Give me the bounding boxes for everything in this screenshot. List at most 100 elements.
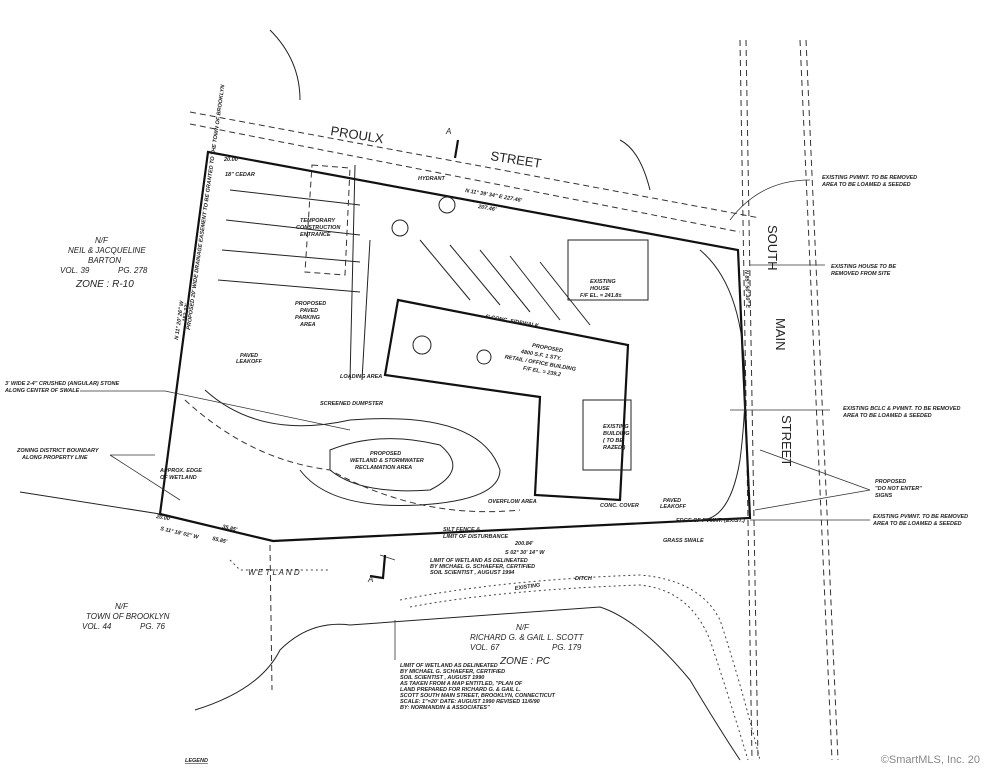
ditch-label: EXISTING [514,582,541,592]
svg-text:PROPOSED: PROPOSED [875,479,906,485]
legend-label: LEGEND [185,758,208,764]
svg-text:PARKING: PARKING [295,315,321,321]
existing-house [567,239,649,301]
ditch-label: DITCH [575,576,593,582]
parcel-barton: N/F NEIL & JACQUELINE BARTON VOL. 39 PG.… [60,236,148,290]
svg-text:BY MICHAEL G. SCHAEFER, CERTIF: BY MICHAEL G. SCHAEFER, CERTIFIED [430,564,535,570]
svg-text:SCOTT SOUTH MAIN STREET, BROO: SCOTT SOUTH MAIN STREET, BROOKLYN, CONNE… [400,693,556,699]
existing-house-label: EXISTING HOUSE F/F EL. = 241.8± [580,279,621,299]
svg-text:PG. 278: PG. 278 [118,266,148,275]
tree-icon [438,196,456,214]
driveway-curve [269,29,301,101]
svg-text:TEMPORARY: TEMPORARY [300,218,336,224]
callout-do-not-enter: PROPOSED "DO NOT ENTER" SIGNS [875,479,922,499]
svg-text:VOL. 39: VOL. 39 [60,266,90,275]
main-street-edge-east [799,39,833,761]
svg-text:NEIL & JACQUELINE: NEIL & JACQUELINE [68,246,146,255]
svg-text:EXISTING HOUSE TO BE: EXISTING HOUSE TO BE [831,264,896,270]
loading-label: LOADING AREA [340,374,382,380]
svg-text:AREA TO BE LOAMED & SEEDED: AREA TO BE LOAMED & SEEDED [821,182,911,188]
callout-leaders [80,179,871,660]
svg-text:N/F: N/F [95,236,109,245]
svg-text:EXISTING PVMNT. TO BE REMOVED: EXISTING PVMNT. TO BE REMOVED [873,514,968,520]
svg-text:SOIL SCIENTIST , AUGUST 1990: SOIL SCIENTIST , AUGUST 1990 [400,675,484,681]
svg-text:AREA TO BE LOAMED & SEEDED: AREA TO BE LOAMED & SEEDED [842,413,932,419]
section-a-label: A [367,575,373,584]
proulx-street-edge-north [189,111,761,219]
paved-leakoff-label: PAVED [240,353,258,359]
svg-text:RAZED ): RAZED ) [603,445,625,451]
svg-text:HOUSE: HOUSE [590,286,610,292]
tree-icon [476,349,492,365]
svg-text:AS TAKEN FROM A MAP ENTITLED,: AS TAKEN FROM A MAP ENTITLED, "PLAN OF [399,681,523,687]
svg-text:BY MICHAEL G. SCHAEFER, CERTIF: BY MICHAEL G. SCHAEFER, CERTIFIED [400,669,505,675]
svg-text:VOL. 44: VOL. 44 [82,622,112,631]
paved-leakoff-label: LEAKOFF [236,359,263,365]
svg-text:SCALE: 1"=20' DATE: AUGUST 19: SCALE: 1"=20' DATE: AUGUST 1990 REVISED … [400,699,540,705]
callout-wetland-limit-1: LIMIT OF WETLAND AS DELINEATED BY MICHAE… [430,558,535,576]
svg-text:EXISTING PVMNT. TO BE REMOVED: EXISTING PVMNT. TO BE REMOVED [822,175,917,181]
svg-text:"DO NOT ENTER": "DO NOT ENTER" [875,486,922,492]
dumpster-label: SCREENED DUMPSTER [320,401,383,407]
building-label: PROPOSED 4800 S.F. 1 STY. RETAIL / OFFIC… [504,343,577,378]
svg-text:AREA: AREA [299,322,316,328]
existing-building [582,399,632,471]
svg-text:( TO BE: ( TO BE [603,438,623,444]
parcel-scott: N/F RICHARD G. & GAIL L. SCOTT VOL. 67 P… [470,623,584,667]
svg-text:LIMIT OF WETLAND AS DELINEATED: LIMIT OF WETLAND AS DELINEATED [400,663,498,669]
wetland-area-label: PROPOSED WETLAND & STORMWATER RECLAMATIO… [350,451,424,471]
overflow-label: OVERFLOW AREA [488,499,537,505]
conc-cover-label: CONC. COVER [600,503,639,509]
dimension-w20: 20.00' [155,514,173,523]
svg-text:SIGNS: SIGNS [875,493,892,499]
parking-stalls [217,164,591,381]
wetland-line-vertical [269,544,273,691]
approx-edge-label: OF WETLAND [160,475,197,481]
existing-ditch-line [399,574,761,761]
dimension-east-side: N 85° 50' 30" E [743,270,750,309]
sidewalk-label: 6' CONC. SIDEWALK [485,314,540,329]
temp-entrance-label: TEMPORARY CONSTRUCTION ENTRANCE [296,218,341,238]
svg-text:ZONING DISTRICT BOUNDARY: ZONING DISTRICT BOUNDARY [16,448,100,454]
svg-text:ALONG CENTER OF SWALE: ALONG CENTER OF SWALE [4,388,80,394]
wetland-swale [204,389,501,507]
svg-text:TOWN OF BROOKLYN: TOWN OF BROOKLYN [86,612,170,621]
svg-text:ALONG PROPERTY LINE: ALONG PROPERTY LINE [21,455,88,461]
svg-text:ZONE : R-10: ZONE : R-10 [75,279,134,290]
svg-text:SOIL SCIENTIST , AUGUST 1994: SOIL SCIENTIST , AUGUST 1994 [430,570,514,576]
svg-text:WETLAND & STORMWATER: WETLAND & STORMWATER [350,458,424,464]
svg-text:LIMIT OF WETLAND AS DELINEATED: LIMIT OF WETLAND AS DELINEATED [430,558,528,564]
dimension-east: S 02° 30' 14" W [505,550,545,556]
existing-building-label: EXISTING BUILDING ( TO BE RAZED ) [603,424,630,451]
tree-icon [412,335,432,355]
svg-text:F/F EL. = 241.8±: F/F EL. = 241.8± [580,293,621,299]
dimension-sw: S 11° 18' 02" W [160,526,200,541]
dimension-north-sub: 207.46' [477,204,498,213]
street-label: SOUTH [765,225,780,271]
main-street-edge-west2 [745,39,759,761]
main-street-edge-west [739,39,753,761]
tree-icon [391,219,409,237]
svg-text:PROPOSED: PROPOSED [370,451,401,457]
svg-text:RICHARD G. & GAIL L. SCOTT: RICHARD G. & GAIL L. SCOTT [470,633,584,642]
street-label: STREET [490,148,543,171]
grass-swale-label: GRASS SWALE [663,538,704,544]
svg-text:PG. 179: PG. 179 [552,643,582,652]
callout-bclc-removed: EXISTING BCLC & PVMNT. TO BE REMOVED ARE… [842,406,960,419]
dimension-west: N 11° 20' 26" W [174,300,186,341]
street-label: STREET [779,415,794,466]
property-boundary [158,150,752,543]
hydrant-label: HYDRANT [418,176,446,182]
edge-pvmt-label: EDGE OF PVMNT. (EXIST.) [676,518,745,524]
callout-house-removed: EXISTING HOUSE TO BE REMOVED FROM SITE [831,264,896,277]
temporary-entrance-outline [304,164,351,276]
svg-text:CONSTRUCTION: CONSTRUCTION [296,225,341,231]
paved-leakoff-label: PAVED [663,498,681,504]
approx-edge-label: APPROX. EDGE [159,468,202,474]
callout-zoning-boundary: ZONING DISTRICT BOUNDARY ALONG PROPERTY … [16,448,100,461]
section-marker [453,139,460,159]
svg-text:ENTRANCE: ENTRANCE [300,232,331,238]
section-a-label: A [445,127,451,136]
driveway-curve [619,139,651,191]
